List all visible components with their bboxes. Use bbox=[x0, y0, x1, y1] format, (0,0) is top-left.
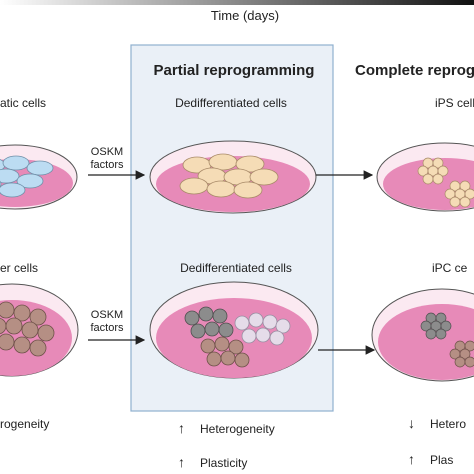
row1-right-colony-2 bbox=[444, 180, 474, 208]
row1-left-cell-group bbox=[0, 155, 54, 198]
complete-reprogramming-title: Complete reprog bbox=[355, 62, 474, 79]
middle-plasticity-arrow-up: ↑ bbox=[178, 454, 185, 470]
right-plasticity-label: Plas bbox=[430, 453, 453, 467]
row1-middle-dish bbox=[149, 140, 317, 214]
row2-middle-dish bbox=[149, 281, 319, 379]
row2-factors-line1: OSKM bbox=[91, 309, 123, 321]
time-gradient-bar bbox=[0, 0, 474, 5]
row2-middle-brown-cells bbox=[200, 336, 250, 368]
row1-right-label: iPS cells bbox=[435, 96, 474, 110]
row2-middle-gray-cells bbox=[184, 306, 234, 339]
right-heterogeneity-arrow-down: ↓ bbox=[408, 415, 415, 431]
right-plasticity-arrow-up: ↑ bbox=[408, 451, 415, 467]
row2-right-colony-1 bbox=[420, 312, 452, 340]
row1-factors-line1: OSKM bbox=[91, 146, 123, 158]
partial-reprogramming-title: Partial reprogramming bbox=[154, 62, 315, 79]
middle-heterogeneity-arrow-up: ↑ bbox=[178, 420, 185, 436]
row2-factors-line2: factors bbox=[90, 322, 124, 334]
right-heterogeneity-label: Hetero bbox=[430, 417, 466, 431]
row1-middle-cell-group bbox=[179, 153, 279, 199]
row2-left-dish bbox=[0, 283, 79, 377]
middle-heterogeneity-label: Heterogeneity bbox=[200, 422, 275, 436]
row1-right-dish bbox=[376, 142, 474, 212]
row1-middle-label: Dedifferentiated cells bbox=[175, 96, 287, 110]
middle-plasticity-label: Plasticity bbox=[200, 456, 247, 470]
time-label: Time (days) bbox=[211, 8, 279, 23]
row2-right-dish bbox=[371, 288, 474, 382]
left-heterogeneity-label: rogeneity bbox=[0, 417, 49, 431]
row1-factors-line2: factors bbox=[90, 159, 124, 171]
row2-right-label: iPC ce bbox=[432, 261, 468, 275]
row2-left-label: er cells bbox=[0, 261, 38, 275]
row1-right-colony-1 bbox=[417, 157, 449, 185]
row2-middle-violet-cells bbox=[234, 312, 291, 346]
row2-left-cell-group bbox=[0, 301, 55, 357]
row2-middle-label: Dedifferentiated cells bbox=[180, 261, 292, 275]
row1-left-dish bbox=[0, 144, 78, 210]
row1-left-label: atic cells bbox=[0, 96, 46, 110]
row2-right-colony-2 bbox=[449, 340, 474, 368]
